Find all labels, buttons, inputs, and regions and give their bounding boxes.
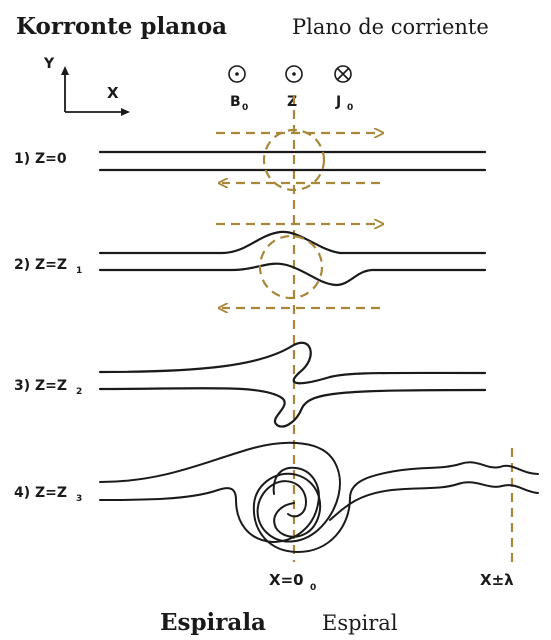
stage-label-1-text: 1) Z=0: [14, 151, 67, 167]
stage-label-4-text: 4) Z=Z: [14, 485, 67, 501]
symbol-j-sub: 0: [347, 103, 353, 113]
stage-3-line-top: [98, 341, 487, 385]
symbol-j-label: J: [335, 94, 341, 110]
stage-1-flow: [216, 128, 380, 192]
footer-spanish: Espiral: [322, 611, 398, 635]
symbol-z-label: Z: [287, 94, 297, 110]
symbol-j0: J 0: [334, 65, 353, 113]
xlambda-label: X±λ: [480, 571, 514, 589]
stage-2-vortex-circle: [258, 234, 324, 300]
stage-label-1: 1) Z=0: [14, 151, 67, 167]
stage-1-lines: [98, 150, 487, 172]
title-spanish: Plano de corriente: [292, 15, 489, 39]
stage-label-3: 3) Z=Z 2: [14, 378, 82, 397]
stage-label-3-sub: 2: [76, 387, 82, 397]
dot-icon: [292, 72, 296, 76]
stage-2-lines: [98, 230, 487, 287]
symbol-z: Z: [285, 65, 303, 110]
stage-label-2-sub: 1: [76, 266, 82, 276]
x0-sub: 0: [310, 583, 316, 593]
stage-4-line-right-top: [389, 461, 539, 475]
axes-indicator: Y X: [43, 56, 130, 116]
stage-label-4-sub: 3: [76, 494, 82, 504]
stage-label-2: 2) Z=Z 1: [14, 257, 82, 276]
symbol-b-label: B: [230, 94, 241, 110]
cross-mark: [336, 67, 350, 81]
symbol-b0: B 0: [228, 65, 248, 113]
x-axis-label: X: [107, 84, 119, 102]
stage-4-spiral-inner: [252, 471, 391, 554]
stage-4-lines: [99, 441, 539, 554]
dot-circle-icon: [228, 65, 246, 83]
stage-4-line-top: [99, 441, 341, 543]
stage-2-line-top: [98, 230, 487, 255]
stage-3-lines: [98, 341, 487, 428]
stage-label-4: 4) Z=Z 3: [14, 485, 82, 504]
symbol-b-sub: 0: [242, 103, 248, 113]
stage-2-line-bottom: [98, 262, 487, 287]
dot-circle-icon: [285, 65, 303, 83]
y-axis-label: Y: [43, 56, 55, 72]
cross-circle-icon: [334, 65, 352, 83]
stage-label-3-text: 3) Z=Z: [14, 378, 67, 394]
dot-icon: [235, 72, 239, 76]
stage-1-vortex-circle: [262, 128, 326, 192]
stage-label-2-text: 2) Z=Z: [14, 257, 67, 273]
footer-basque: Espirala: [160, 609, 266, 636]
x0-label: X=0: [269, 571, 304, 589]
stage-2-flow: [216, 224, 380, 308]
stage-3-line-bottom: [98, 387, 487, 428]
title-basque: Korronte planoa: [16, 13, 227, 40]
stage-4-line-right-bottom: [329, 481, 539, 521]
